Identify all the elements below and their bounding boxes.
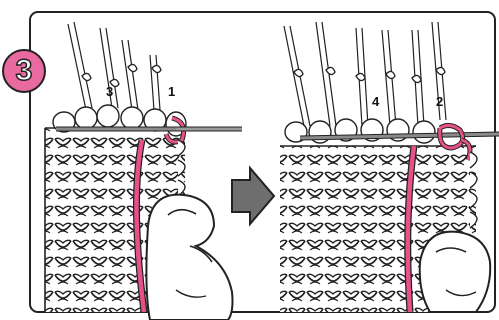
step-number-badge: 3 [2, 49, 46, 93]
stitch-label-right-b: 2 [436, 94, 443, 109]
stitch-label-right-a: 4 [372, 94, 379, 109]
stitch-label-left-a: 3 [106, 84, 113, 99]
step-number-text: 3 [16, 56, 33, 86]
stitch-label-left-b: 1 [168, 84, 175, 99]
right-hand [420, 232, 491, 312]
